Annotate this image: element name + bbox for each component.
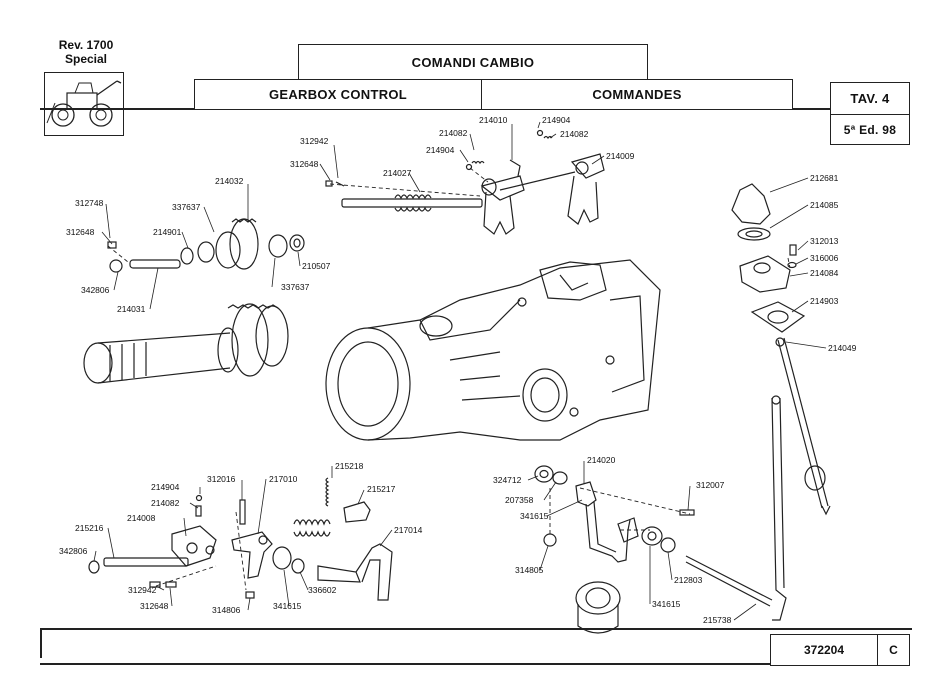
revision-letter: C bbox=[889, 643, 898, 657]
part-label: 312648 bbox=[290, 159, 319, 169]
footer-left-rule bbox=[40, 628, 42, 658]
title-english: GEARBOX CONTROL bbox=[268, 87, 408, 102]
part-label: 312013 bbox=[810, 236, 839, 246]
part-label: 342806 bbox=[59, 546, 88, 556]
part-label: 214031 bbox=[117, 304, 146, 314]
part-label: 214082 bbox=[151, 498, 180, 508]
part-label: 207358 bbox=[505, 495, 534, 505]
model-name: Special bbox=[64, 52, 108, 66]
part-label: 324712 bbox=[493, 475, 522, 485]
part-label: 312748 bbox=[75, 198, 104, 208]
part-label: 312648 bbox=[66, 227, 95, 237]
gear-cluster-left bbox=[107, 218, 305, 273]
part-label: 214085 bbox=[810, 200, 839, 210]
edition-box: 5ª Ed. 98 bbox=[830, 114, 910, 145]
part-label: 214008 bbox=[127, 513, 156, 523]
part-label: 215218 bbox=[335, 461, 364, 471]
part-label: 312942 bbox=[128, 585, 157, 595]
footer-bottom-rule bbox=[40, 663, 770, 665]
part-label: 214084 bbox=[810, 268, 839, 278]
main-shaft bbox=[83, 303, 289, 384]
revision-box: C bbox=[877, 634, 910, 666]
part-label: 214903 bbox=[810, 296, 839, 306]
part-label: 312007 bbox=[696, 480, 725, 490]
part-label: 312016 bbox=[207, 474, 236, 484]
title-italian: COMANDI CAMBIO bbox=[411, 54, 535, 70]
part-number-labels: 312942 312648 214027 214082 214904 21401… bbox=[59, 115, 857, 625]
part-label: 314805 bbox=[515, 565, 544, 575]
part-label: 214904 bbox=[426, 145, 455, 155]
part-label: 341615 bbox=[652, 599, 681, 609]
part-label: 312942 bbox=[300, 136, 329, 146]
model-revision: Rev. 1700 bbox=[58, 38, 114, 52]
title-french: COMMANDES bbox=[592, 87, 682, 102]
part-label: 341615 bbox=[273, 601, 302, 611]
footer-top-rule bbox=[40, 628, 912, 630]
part-label: 212681 bbox=[810, 173, 839, 183]
alignment-lines bbox=[107, 167, 791, 591]
part-label: 316006 bbox=[810, 253, 839, 263]
part-label: 214009 bbox=[606, 151, 635, 161]
part-label: 214904 bbox=[542, 115, 571, 125]
document-code-box: 372204 bbox=[770, 634, 878, 666]
part-label: 214010 bbox=[479, 115, 508, 125]
part-label: 214049 bbox=[828, 343, 857, 353]
table-number: TAV. 4 bbox=[850, 91, 890, 106]
shift-rod-assembly-top bbox=[325, 129, 605, 235]
part-label: 217014 bbox=[394, 525, 423, 535]
part-label: 210507 bbox=[302, 261, 331, 271]
part-label: 337637 bbox=[281, 282, 310, 292]
tractor-icon bbox=[46, 80, 122, 127]
part-label: 215217 bbox=[367, 484, 396, 494]
title-english-box: GEARBOX CONTROL bbox=[194, 79, 482, 110]
part-label: 312648 bbox=[140, 601, 169, 611]
part-label: 337637 bbox=[172, 202, 201, 212]
part-label: 214904 bbox=[151, 482, 180, 492]
part-label: 214082 bbox=[439, 128, 468, 138]
part-label: 214082 bbox=[560, 129, 589, 139]
document-code: 372204 bbox=[803, 643, 845, 657]
title-french-box: COMMANDES bbox=[481, 79, 793, 110]
part-label: 214020 bbox=[587, 455, 616, 465]
part-label: 342806 bbox=[81, 285, 110, 295]
part-label: 215738 bbox=[703, 615, 732, 625]
part-label: 214027 bbox=[383, 168, 412, 178]
part-label: 214901 bbox=[153, 227, 182, 237]
part-label: 212803 bbox=[674, 575, 703, 585]
part-label: 217010 bbox=[269, 474, 298, 484]
model-label: Rev. 1700 Special bbox=[40, 38, 132, 66]
tractor-thumbnail bbox=[44, 72, 124, 136]
part-label: 214032 bbox=[215, 176, 244, 186]
linkage-assembly-right bbox=[534, 395, 787, 634]
gear-lever-assembly bbox=[731, 183, 831, 516]
part-label: 314806 bbox=[212, 605, 241, 615]
selector-assembly-left bbox=[88, 477, 393, 601]
edition: 5ª Ed. 98 bbox=[843, 122, 897, 137]
leader-lines bbox=[93, 121, 827, 621]
part-label: 341615 bbox=[520, 511, 549, 521]
gearbox-housing bbox=[325, 259, 661, 441]
part-label: 336602 bbox=[308, 585, 337, 595]
part-label: 215216 bbox=[75, 523, 104, 533]
